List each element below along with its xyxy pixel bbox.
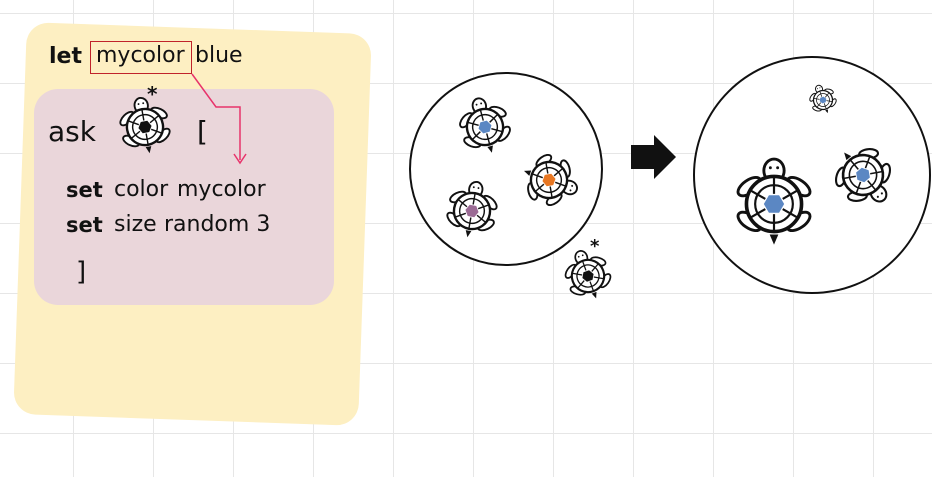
before-group-circle: [409, 72, 603, 266]
variable-highlight-box: [90, 41, 192, 74]
turtle-icon: [451, 90, 518, 161]
set-value: random 3: [164, 212, 271, 237]
turtle-icon: [113, 92, 177, 159]
variable-value: blue: [195, 43, 243, 68]
turtle-shell-center: [819, 96, 827, 104]
asterisk-marker: *: [147, 82, 158, 106]
turtle-icon: [821, 132, 907, 220]
set-attribute: color: [114, 177, 169, 202]
turtle-icon: [556, 242, 619, 308]
turtle-icon: [514, 145, 587, 216]
turtle-icon: [440, 176, 504, 243]
after-group-circle: [693, 56, 931, 294]
set-keyword: set: [66, 178, 103, 202]
set-keyword: set: [66, 213, 103, 237]
turtle-shell-center: [465, 204, 479, 218]
ask-block: [34, 89, 334, 305]
set-value: mycolor: [177, 177, 266, 202]
ask-keyword: ask: [48, 115, 96, 148]
turtle-shell-center: [478, 120, 492, 134]
turtle-shell-center: [582, 270, 594, 282]
variable-name: mycolor: [96, 43, 185, 68]
asterisk-marker: *: [590, 236, 600, 257]
open-bracket: [: [197, 115, 208, 148]
right-arrow-icon: [631, 135, 676, 179]
let-keyword: let: [49, 44, 82, 69]
variable-link-arrow: [191, 73, 241, 160]
turtle-icon: [804, 80, 842, 119]
turtle-icon: [733, 157, 815, 247]
turtle-shell-center: [138, 120, 152, 134]
close-bracket: ]: [76, 257, 87, 287]
set-attribute: size: [114, 212, 157, 237]
turtle-shell-center: [856, 167, 870, 183]
turtle-shell-center: [542, 173, 556, 187]
arrow-head: [233, 153, 247, 165]
turtle-shell-center: [763, 195, 785, 213]
